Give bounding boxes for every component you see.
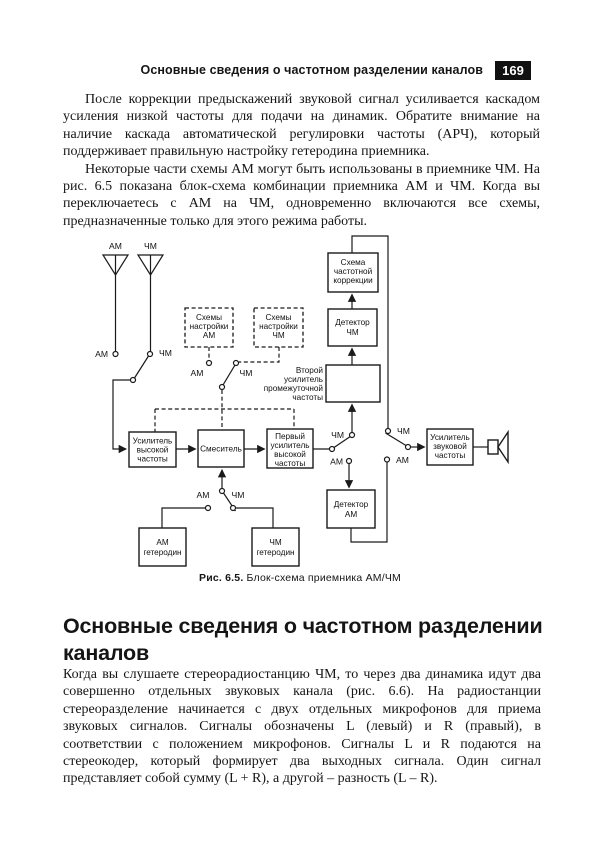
tuning-am-line2: настройки [190,322,229,331]
tuning-fm-line2: настройки [259,322,298,331]
antenna-switch-fm-label: ЧМ [159,348,172,358]
am-antenna-icon: АМ [101,241,130,351]
if-switch-fm-label: ЧМ [331,430,344,440]
running-title: Основные сведения о частотном разделении… [140,63,483,77]
figure-caption-text: Блок-схема приемника АМ/ЧМ [243,572,402,584]
fm-oscillator-line1: ЧМ [269,538,281,547]
antenna-band-switch: АМ ЧМ [95,348,172,454]
audio-amp-line1: Усилитель [430,433,470,442]
osc-switch-am-label: АМ [197,490,210,500]
first-if-amp-block: Первый усилитель высокой частоты [266,428,314,469]
second-if-line4: частоты [292,393,323,402]
speaker-icon [473,429,509,465]
second-if-amp-block: Второй усилитель промежуточной частоты [264,364,381,403]
freq-correction-line2: частотной [334,267,372,276]
tuning-switch-fm-label: ЧМ [240,368,253,378]
freq-correction-line1: Схема [341,258,366,267]
tuning-switch: АМ ЧМ [191,347,280,430]
rf-amp-line3: частоты [137,455,168,464]
fm-oscillator-block: ЧМ гетеродин [251,527,300,567]
page-header: Основные сведения о частотном разделении… [63,59,531,81]
freq-correction-line3: коррекции [333,276,372,285]
paragraph-3: Когда вы слушаете стереорадиостанцию ЧМ,… [63,667,541,787]
osc-switch-fm-label: ЧМ [232,490,245,500]
antenna-switch-am-label: АМ [95,349,108,359]
first-if-line4: частоты [275,459,306,468]
am-oscillator-line2: гетеродин [143,548,181,557]
tuning-fm-block: Схемы настройки ЧМ [253,307,304,348]
oscillator-switch: АМ ЧМ [161,468,274,528]
section-heading: Основные сведения о частотном разделении… [63,614,543,665]
second-if-line3: промежуточной [264,384,323,393]
fm-detector-line1: Детектор [335,318,370,327]
am-detector-line1: Детектор [334,500,369,509]
if-switch-am-label: АМ [330,457,343,467]
am-oscillator-line1: АМ [156,538,168,547]
am-oscillator-block: АМ гетеродин [138,527,187,567]
gang-tuning-line [154,408,295,432]
page-number-badge: 169 [495,60,531,80]
fm-detector-block: Детектор ЧМ [327,308,378,347]
tuning-am-line1: Схемы [196,313,222,322]
signal-wires [176,235,426,543]
first-if-line1: Первый [275,432,305,441]
fm-antenna-icon: ЧМ [136,241,165,351]
tuning-fm-line3: ЧМ [272,331,284,340]
tuning-fm-line1: Схемы [266,313,292,322]
first-if-line3: высокой [274,450,306,459]
mixer-line1: Смеситель [200,445,242,454]
paragraph-2: Некоторые части схемы АМ могут быть испо… [63,161,540,229]
paragraph-1: После коррекции предыскажений звуковой с… [63,92,540,160]
rf-amp-block: Усилитель высокой частоты [128,431,177,468]
mixer-block: Смеситель [197,429,245,468]
second-if-line2: усилитель [284,375,323,384]
block-diagram: АМ ЧМ АМ ЧМ Схемы настройки АМ Схемы [95,235,509,567]
audio-amp-line2: звуковой [433,442,467,451]
if-output-switch: ЧМ АМ [328,430,356,467]
audio-switch-fm-label: ЧМ [397,426,410,436]
freq-correction-block: Схема частотной коррекции [327,252,379,293]
figure-caption: Рис. 6.5. Блок-схема приемника АМ/ЧМ [0,572,600,584]
rf-amp-line1: Усилитель [133,437,173,446]
rf-amp-line2: высокой [137,446,169,455]
am-detector-block: Детектор АМ [326,489,376,529]
tuning-am-block: Схемы настройки АМ [184,307,234,348]
audio-switch-am-label: АМ [396,455,409,465]
am-detector-line2: АМ [345,510,357,519]
tuning-am-line3: АМ [203,331,215,340]
second-if-line1: Второй [296,366,323,375]
audio-amp-line3: частоты [435,451,466,460]
fm-antenna-label: ЧМ [144,241,157,251]
figure-caption-label: Рис. 6.5. [198,572,244,584]
intro-text: После коррекции предыскажений звуковой с… [63,91,540,230]
audio-input-switch: ЧМ АМ [383,426,412,465]
audio-amp-block: Усилитель звуковой частоты [426,428,474,466]
am-antenna-label: АМ [109,241,122,251]
tuning-switch-am-label: АМ [191,368,204,378]
fm-detector-line2: ЧМ [346,328,358,337]
section-text: Когда вы слушаете стереорадиостанцию ЧМ,… [63,666,541,788]
first-if-line2: усилитель [270,441,309,450]
fm-oscillator-line2: гетеродин [256,548,294,557]
